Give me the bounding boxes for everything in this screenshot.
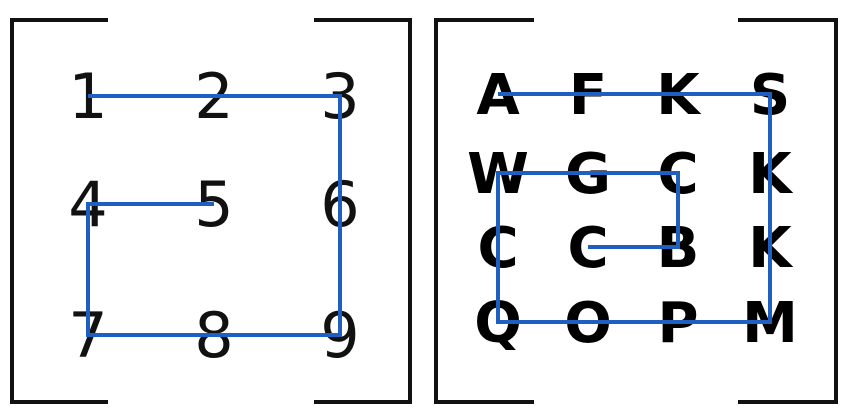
right-spiral-path (496, 92, 772, 324)
right-matrix-left-bracket (434, 18, 534, 404)
left-matrix-left-bracket (10, 18, 108, 404)
left-matrix-right-bracket (314, 18, 412, 404)
left-spiral-path (86, 94, 342, 337)
right-matrix-right-bracket (738, 18, 838, 404)
